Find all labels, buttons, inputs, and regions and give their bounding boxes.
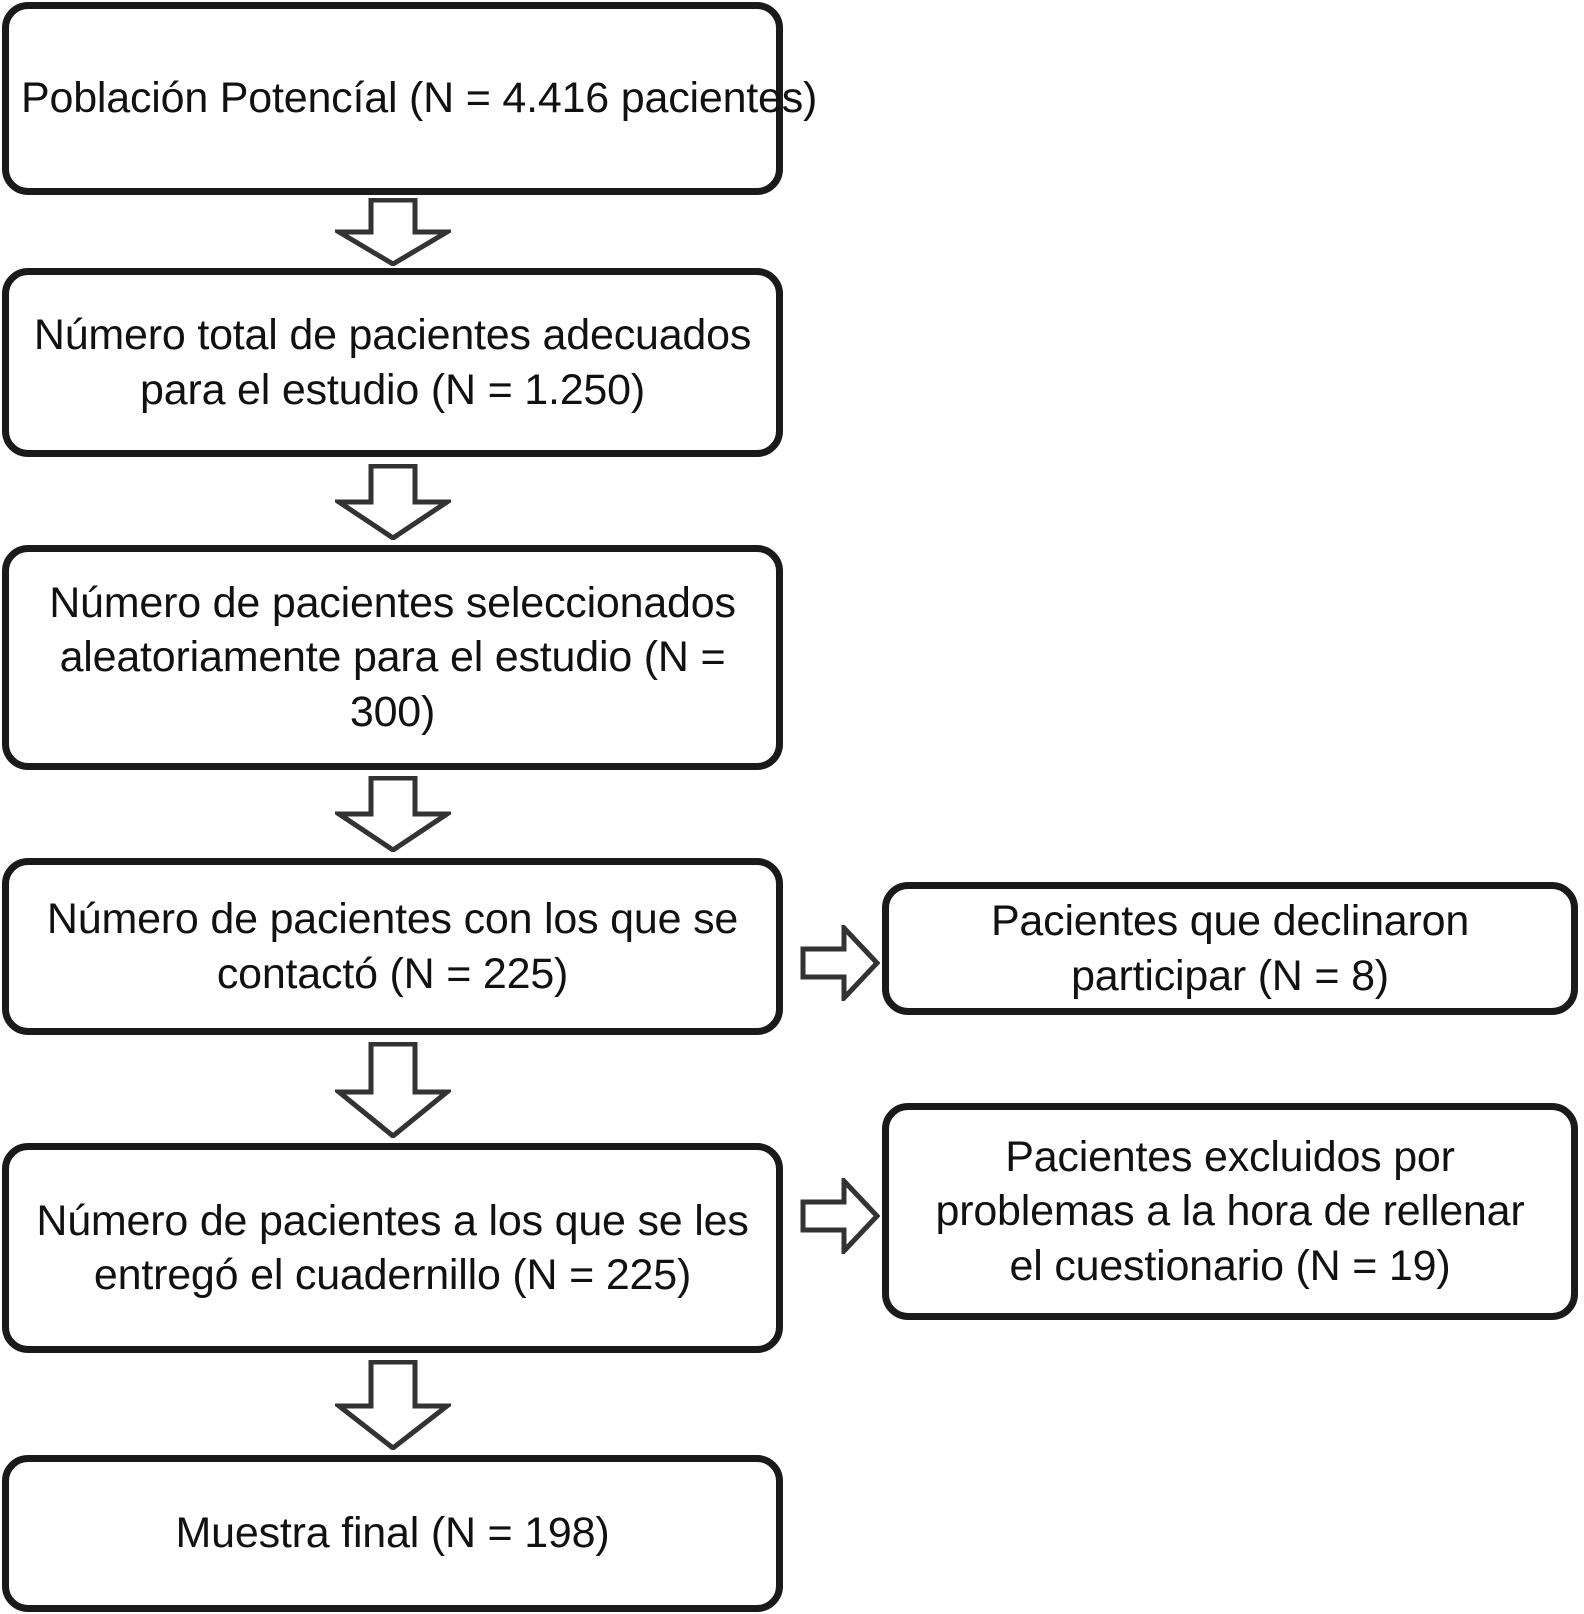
node-label: Número de pacientes a los que se les ent… [36,1196,749,1299]
arrow-right-icon [800,1178,880,1254]
node-label: Número total de pacientes adecuados para… [33,311,752,414]
node-label: Pacientes que declinaron participar (N =… [990,897,1470,1000]
node-pacientes-cuadernillo: Número de pacientes a los que se les ent… [2,1143,783,1353]
arrow-down-icon [335,198,451,266]
node-label: Número de pacientes con los que se conta… [46,895,739,998]
node-pacientes-seleccionados: Número de pacientes seleccionados aleato… [2,545,783,770]
node-muestra-final: Muestra final (N = 198) [2,1455,783,1612]
node-label: Muestra final (N = 198) [175,1509,610,1558]
arrow-down-icon [335,776,451,852]
arrow-down-icon [335,1042,451,1138]
arrow-right-icon [800,925,880,1001]
arrow-down-icon [335,464,451,540]
node-label: Población Potencíal (N = 4.416 pacientes… [21,74,818,123]
arrow-down-icon [335,1360,451,1450]
node-declinaron-participar: Pacientes que declinaron participar (N =… [882,882,1578,1015]
node-poblacion-potencial: Población Potencíal (N = 4.416 pacientes… [2,2,817,195]
node-label: Pacientes excluidos por problemas a la h… [935,1133,1525,1290]
node-label: Número de pacientes seleccionados aleato… [49,579,736,736]
node-pacientes-adecuados: Número total de pacientes adecuados para… [2,268,783,457]
node-pacientes-contactados: Número de pacientes con los que se conta… [2,858,783,1035]
node-excluidos-cuestionario: Pacientes excluidos por problemas a la h… [882,1103,1578,1320]
